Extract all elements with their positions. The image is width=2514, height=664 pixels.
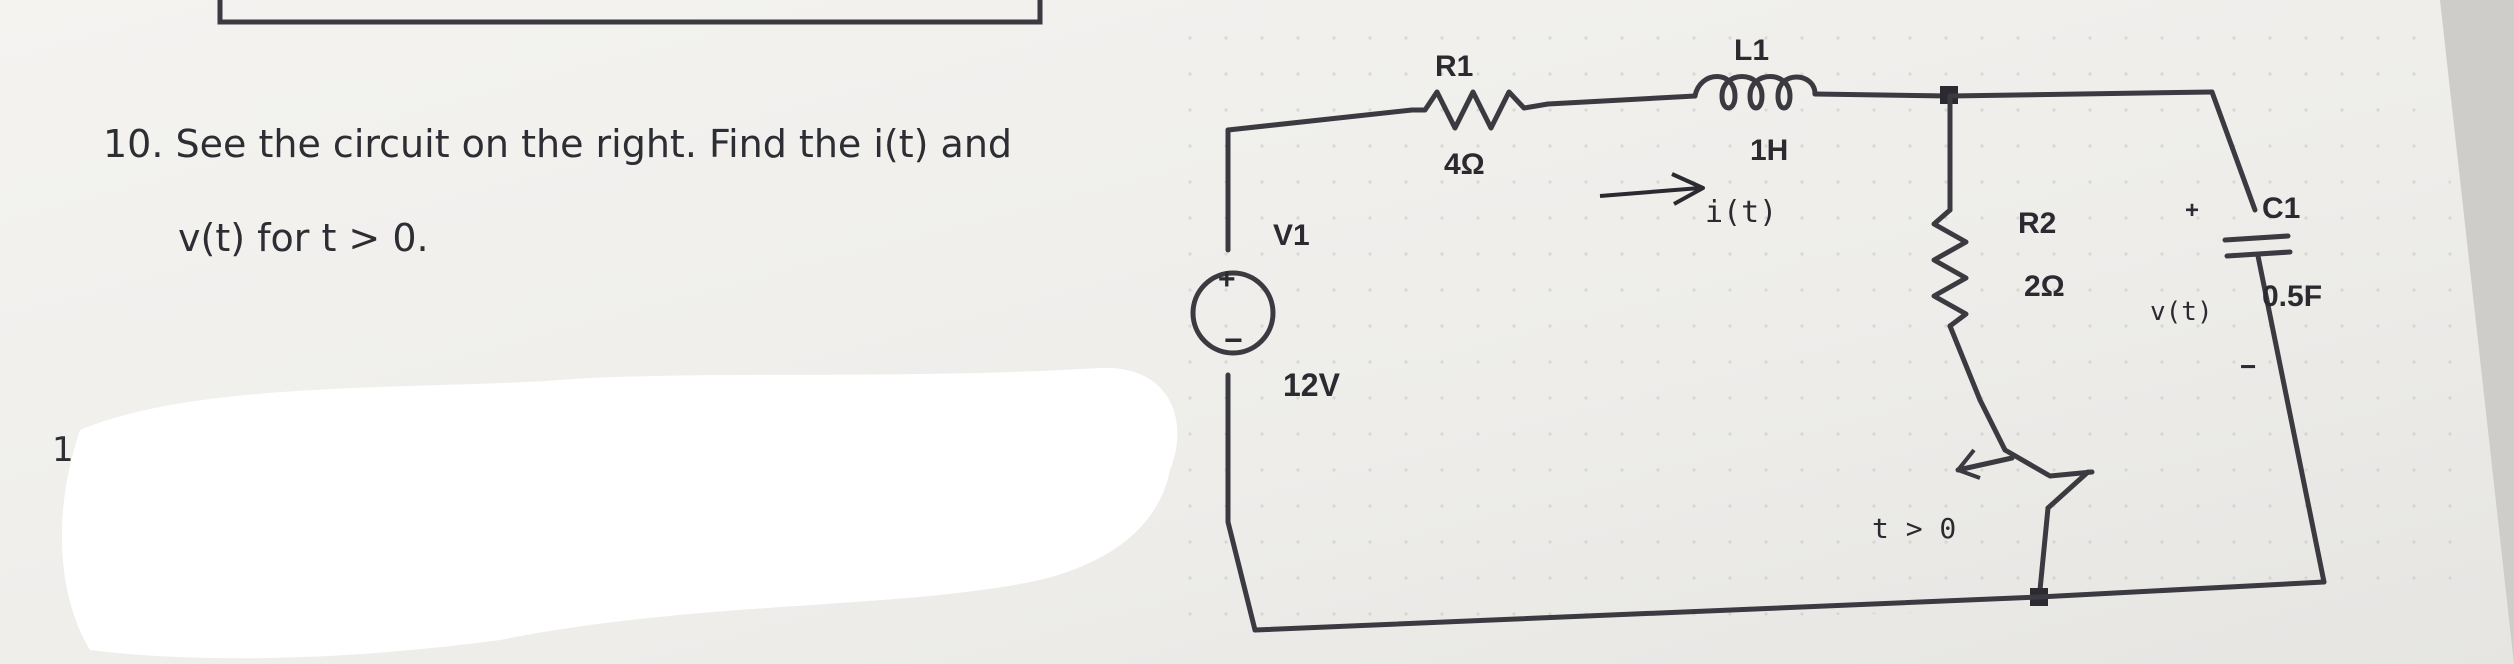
- source-value-label: 12V: [1283, 367, 1341, 403]
- voltage-label: v(t): [2150, 297, 2213, 327]
- source-name-label: V1: [1273, 219, 1310, 252]
- margin-number: 1: [52, 430, 74, 470]
- wire-bottom-left: [1252, 594, 2042, 633]
- wire-l1-node: [1812, 91, 1953, 99]
- question-line-1: 10. See the circuit on the right. Find t…: [103, 122, 1012, 166]
- wire-top-left: [1225, 107, 1415, 133]
- r2-value-label: 2Ω: [2024, 270, 2065, 303]
- r2-resistor: [1931, 207, 1969, 329]
- source-plus-sign: +: [1218, 263, 1236, 296]
- r2-name-label: R2: [2018, 207, 2056, 240]
- redaction-blob: [61, 367, 1178, 659]
- wire-top-right: [1947, 89, 2215, 99]
- switch-contact: [2002, 447, 2095, 479]
- question-number: 10.: [103, 122, 164, 166]
- source-minus-sign: −: [1224, 322, 1243, 358]
- previous-box-edge: [217, 0, 1043, 25]
- current-arrow-head: [1671, 172, 1705, 206]
- switch-blade: [1955, 455, 2015, 473]
- current-arrow-shaft: [1599, 186, 1701, 198]
- c1-plate-top: [2222, 233, 2291, 243]
- l1-name-label: L1: [1734, 34, 1769, 67]
- wire-r1-l1: [1545, 93, 1698, 107]
- wire-c1-lower: [2255, 253, 2327, 585]
- r1-resistor: [1409, 89, 1551, 131]
- wire-left-lower: [1225, 372, 1258, 633]
- r1-name-label: R1: [1435, 50, 1473, 83]
- wire-bottom-right: [2036, 579, 2327, 600]
- current-label: i(t): [1705, 195, 1777, 230]
- l1-inductor: [1692, 74, 1818, 111]
- c1-minus-sign: −: [2240, 351, 2256, 382]
- wire-c1-upper: [2209, 89, 2258, 213]
- wire-r2-lower: [1947, 323, 2008, 453]
- circuit-diagram: + − V1 12V R1 4Ω L1 1H i(t) R2 2Ω: [1190, 34, 2327, 633]
- c1-value-label: 0.5F: [2262, 280, 2322, 313]
- c1-name-label: C1: [2262, 192, 2300, 225]
- r1-value-label: 4Ω: [1444, 148, 1485, 181]
- question-text-1: See the circuit on the right. Find the i…: [175, 122, 1013, 166]
- c1-plus-sign: +: [2185, 197, 2199, 224]
- switch-time-label: t > 0: [1872, 512, 1956, 545]
- l1-value-label: 1H: [1750, 134, 1788, 167]
- dot-grid: [1180, 30, 2480, 630]
- switch-cross: [2045, 469, 2091, 511]
- question-text-2: v(t) for t > 0.: [178, 216, 429, 260]
- wire-switch-lower: [2037, 505, 2051, 593]
- switch-arrow: [1956, 448, 1981, 480]
- voltage-source-circle: [1190, 270, 1276, 356]
